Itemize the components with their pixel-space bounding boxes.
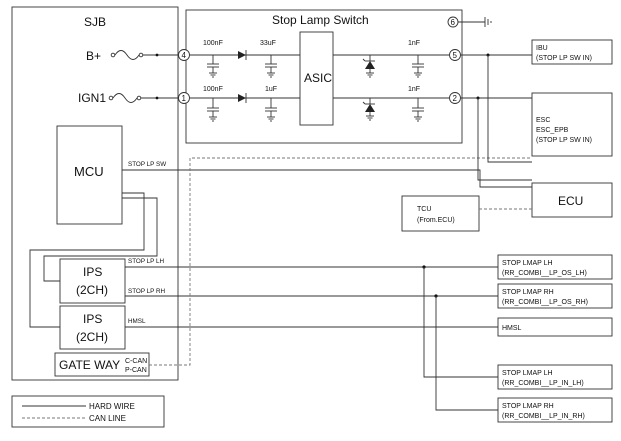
ips2-line1: IPS [83,312,102,326]
stop-lp-sw-wire [122,169,532,188]
lmap-lh-in-box [497,364,613,390]
can-bus-line [149,157,530,366]
ips1-line1: IPS [83,265,102,279]
mcu-box [56,125,123,225]
ign1-label: IGN1 [78,91,106,105]
stop-lp-sw-label: STOP LP SW [128,161,166,168]
esc-line3: (STOP LP SW IN) [536,137,592,144]
stop-lp-rh-in-wire [435,296,498,411]
ecu-label: ECU [558,194,583,208]
mcu-label: MCU [74,164,104,179]
legend-box [11,395,165,428]
switch-title: Stop Lamp Switch [272,13,369,27]
tcu-line1: TCU [417,206,431,213]
fuse-icon [108,93,142,103]
gateway-label: GATE WAY [59,358,120,372]
ips1-line2: (2CH) [76,283,108,297]
lmap-rh-in-box [497,397,613,423]
pin-5: 5 [449,49,461,61]
capacitor-icon [207,98,219,122]
legend-hard-wire-label: HARD WIRE [89,402,135,411]
svg-text:5: 5 [453,51,458,60]
pin-6: 6 [447,16,459,28]
pin5-ecu-wire [487,55,532,163]
capacitor-icon [265,55,277,78]
pin2-ecu-wire [477,98,532,181]
asic-label: ASIC [304,71,332,85]
ground-icon [458,17,492,27]
lmap-lh-in-line1: STOP LMAP LH [502,370,553,377]
pin-4: 4 [178,49,190,61]
svg-text:4: 4 [182,51,187,60]
capacitor-icon [265,98,277,122]
lmap-rh-os-line1: STOP LMAP RH [502,289,554,296]
capacitor-icon [412,55,424,78]
ibu-line1: IBU [536,45,548,52]
cap-label: 33uF [260,40,276,47]
cap-label: 100nF [203,40,223,47]
cap-label: 1nF [408,40,420,47]
hmsl-box [497,317,613,337]
ibu-line2: (STOP LP SW IN) [536,55,592,62]
gateway-box [54,352,150,377]
cap-label: 1uF [265,86,277,93]
esc-line2: ESC_EPB [536,127,569,134]
tcu-line2: (From.ECU) [417,217,455,224]
lmap-lh-os-box [497,254,613,280]
tcu-box [401,195,480,232]
hmsl-label: HMSL [502,325,522,332]
lmap-lh-in-line2: (RR_COMBI__LP_IN_LH) [502,380,584,387]
mcu-ips2-wire [29,192,145,328]
ips2-line2: (2CH) [76,330,108,344]
lmap-lh-os-line1: STOP LMAP LH [502,260,553,267]
cap-label: 100nF [203,86,223,93]
sjb-title: SJB [84,15,106,29]
svg-text:1: 1 [182,94,187,103]
ibu-box [531,39,613,65]
asic-box [299,31,334,126]
c-can-label: C-CAN [125,358,147,365]
esc-box [531,92,613,157]
lmap-lh-os-line2: (RR_COMBI__LP_OS_LH) [502,270,587,277]
p-can-label: P-CAN [125,367,147,374]
pin-1: 1 [178,92,190,104]
svg-text:2: 2 [453,94,458,103]
diode-icon [238,93,247,103]
lmap-rh-os-box [497,283,613,309]
b-plus-label: B+ [86,49,101,63]
fuse-icon [110,50,144,60]
lmap-rh-os-line2: (RR_COMBI__LP_OS_RH) [502,299,588,306]
capacitor-icon [207,55,219,78]
ips-box-1 [59,258,126,304]
mcu-ips1-wire [43,197,158,282]
ecu-box [531,182,613,218]
svg-text:6: 6 [451,18,456,27]
zener-diode-icon [362,98,375,121]
junction-dot [155,96,159,100]
pin-2: 2 [449,92,461,104]
lmap-rh-in-line2: (RR_COMBI__LP_IN_RH) [502,413,585,420]
ips-box-2 [59,305,126,350]
zener-diode-icon [362,55,375,78]
junction-dot [155,53,159,57]
lmap-rh-in-line1: STOP LMAP RH [502,403,554,410]
stop-lp-rh-label: STOP LP RH [128,288,166,295]
stop-lp-lh-label: STOP LP LH [128,258,165,265]
capacitor-icon [412,98,424,122]
stop-lp-lh-in-wire [423,267,498,378]
esc-line1: ESC [536,117,550,124]
legend-can-line-label: CAN LINE [89,414,126,423]
cap-label: 1nF [408,86,420,93]
diode-icon [238,50,247,60]
hmsl-signal-label: HMSL [128,318,146,325]
